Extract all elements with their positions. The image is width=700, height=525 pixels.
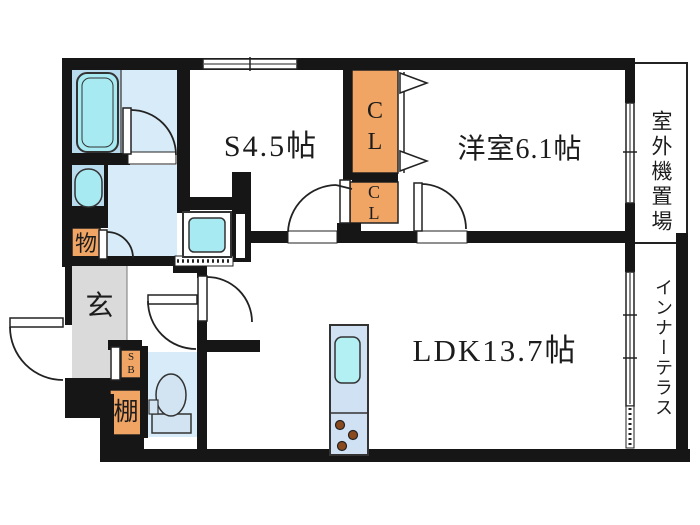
wall bbox=[72, 153, 130, 165]
closet-lower-label: C L bbox=[350, 182, 398, 224]
wall bbox=[625, 243, 635, 272]
wall bbox=[197, 340, 260, 352]
closet-lower-door-leaf bbox=[339, 179, 351, 224]
windows bbox=[202, 57, 637, 449]
wall bbox=[72, 206, 108, 228]
wall bbox=[352, 173, 398, 182]
wall bbox=[104, 165, 108, 208]
closet-lower-label-line2: L bbox=[368, 203, 380, 223]
ldk-door-arc bbox=[206, 276, 253, 323]
bathtub bbox=[76, 72, 119, 153]
wall bbox=[343, 58, 352, 180]
toilet bbox=[148, 373, 192, 434]
pipe-shaft-slit bbox=[236, 214, 245, 258]
entrance-floor bbox=[72, 265, 127, 350]
wall bbox=[625, 68, 635, 103]
wall bbox=[100, 449, 690, 462]
wall bbox=[65, 267, 72, 325]
s-room-window bbox=[202, 57, 298, 71]
bathroom-doorway bbox=[127, 151, 177, 165]
s-room-doorway bbox=[287, 230, 338, 244]
closet-upper-label-line2: L bbox=[367, 129, 383, 155]
folding-door-panel-icon bbox=[399, 71, 430, 95]
wall bbox=[467, 231, 635, 243]
wall bbox=[197, 352, 207, 462]
wall bbox=[108, 340, 142, 350]
western-room-label: 洋室6.1帖 bbox=[457, 134, 583, 165]
washing-machine-pan bbox=[182, 211, 232, 258]
ldk-door-leaf bbox=[197, 275, 208, 322]
entrance-floor-lower bbox=[72, 350, 110, 380]
door-arcs bbox=[9, 109, 467, 381]
wall bbox=[177, 197, 249, 210]
closet-upper-label: C L bbox=[352, 96, 398, 158]
wall bbox=[197, 266, 207, 278]
washroom-floor bbox=[108, 165, 177, 256]
door-leaves bbox=[9, 107, 423, 381]
wall bbox=[177, 58, 190, 213]
entrance-door-arc bbox=[9, 326, 64, 381]
wall bbox=[625, 203, 635, 243]
stove-burners bbox=[334, 419, 359, 452]
closet-upper-label-line1: C bbox=[366, 98, 383, 124]
shoe-box-door-leaf bbox=[110, 346, 121, 381]
bathroom-door-arc bbox=[130, 109, 177, 156]
storage-door-leaf bbox=[98, 229, 108, 260]
wall bbox=[140, 346, 148, 438]
s-room-door-arc bbox=[287, 184, 337, 233]
washbasin bbox=[74, 168, 103, 208]
toilet-door-arc bbox=[147, 300, 197, 350]
western-room-door-leaf bbox=[413, 182, 423, 232]
kitchen-sink bbox=[334, 336, 361, 384]
wall bbox=[361, 231, 417, 243]
wall bbox=[240, 231, 288, 243]
wall bbox=[108, 378, 142, 390]
toilet-door-leaf bbox=[147, 294, 198, 305]
western-room-door-arc bbox=[421, 183, 467, 230]
folding-closet-door bbox=[399, 71, 430, 173]
outdoor-unit-area-label: 室外機置場 bbox=[649, 109, 673, 235]
door-thresholds bbox=[127, 151, 468, 244]
kitchen-counter bbox=[329, 324, 369, 456]
wall bbox=[62, 58, 72, 267]
wall bbox=[173, 263, 204, 273]
walls bbox=[62, 58, 690, 462]
bathroom-door-leaf bbox=[122, 107, 132, 155]
terrace-sliding-window bbox=[623, 271, 637, 449]
fixtures bbox=[74, 72, 369, 456]
storage-label: 物 bbox=[74, 231, 97, 256]
western-room-doorway bbox=[416, 230, 468, 244]
shoe-box-label-line1: S bbox=[127, 351, 135, 363]
inner-terrace-label: インナーテラス bbox=[653, 278, 673, 418]
closet-lower-label-line1: C bbox=[367, 182, 380, 202]
ldk-label: LDK13.7帖 bbox=[412, 333, 578, 368]
wall bbox=[676, 233, 688, 462]
s-room-label: S4.5帖 bbox=[223, 130, 319, 163]
entrance-door-leaf bbox=[9, 317, 64, 328]
folding-door-panel-icon bbox=[399, 149, 430, 173]
wall bbox=[337, 223, 361, 243]
outdoor-unit-area-outline bbox=[632, 62, 688, 244]
shoe-box-label-line2: B bbox=[127, 364, 135, 376]
entrance-label: 玄 bbox=[85, 291, 114, 322]
western-room-window bbox=[623, 102, 637, 204]
wall bbox=[197, 320, 207, 352]
wall bbox=[106, 435, 144, 451]
shoe-box-label: S B bbox=[121, 351, 141, 377]
s-room-door-leaf-line bbox=[335, 184, 353, 190]
wall bbox=[65, 256, 175, 266]
storage-door-arc bbox=[106, 231, 134, 259]
shelf-label: 棚 bbox=[113, 399, 139, 426]
